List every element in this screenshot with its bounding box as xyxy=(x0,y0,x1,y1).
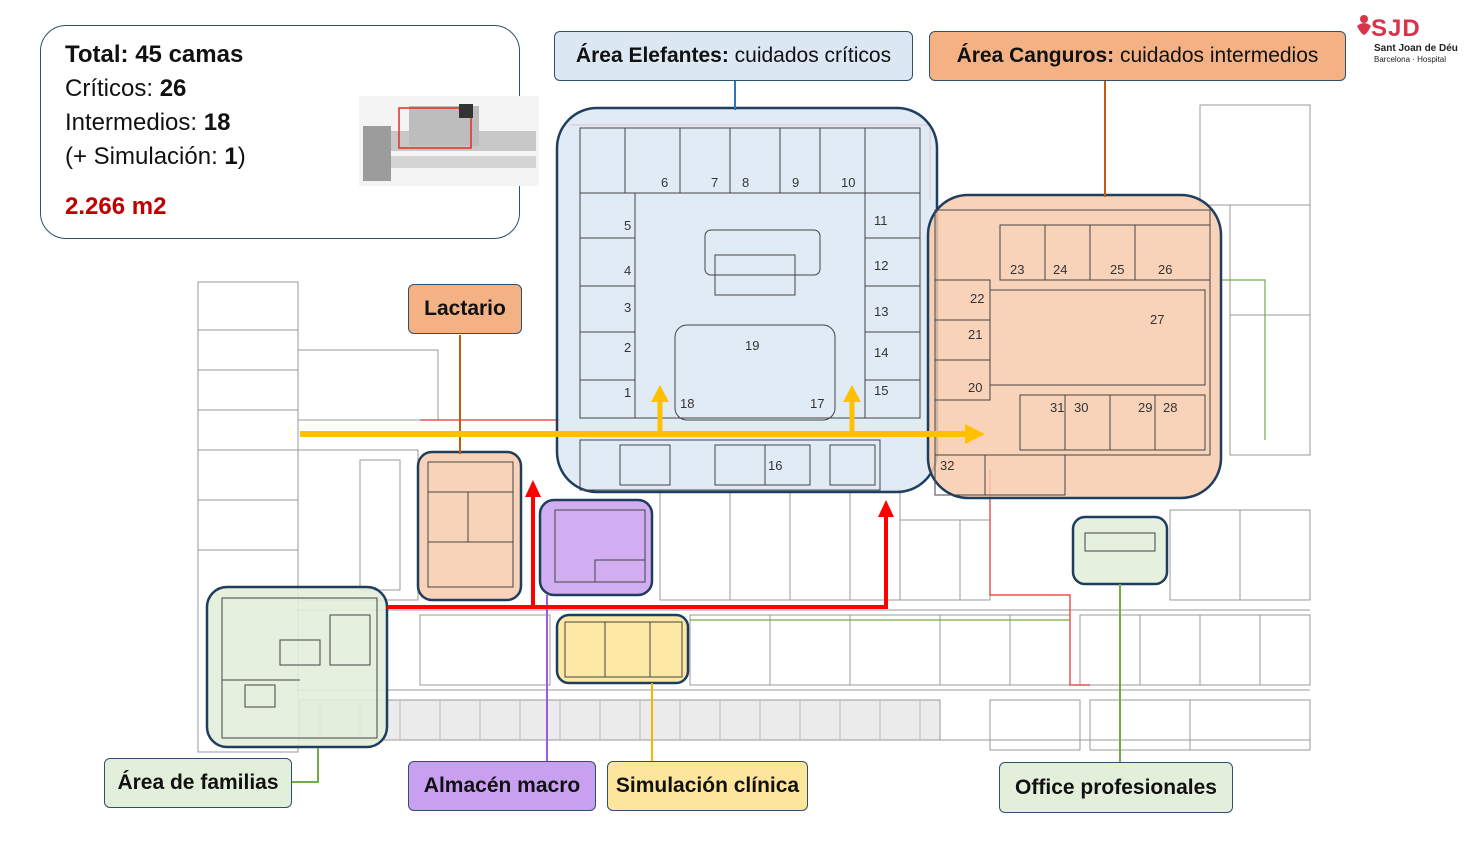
label-lactario: Lactario xyxy=(408,284,522,334)
room-number: 26 xyxy=(1158,262,1172,277)
area-canguros-zone xyxy=(926,193,1223,500)
room-number: 22 xyxy=(970,291,984,306)
canguros-rooms xyxy=(934,209,1211,496)
room-number: 5 xyxy=(624,218,631,233)
sjd-logo-text: SJD xyxy=(1371,15,1421,42)
total-beds: Total: 45 camas xyxy=(65,41,244,68)
room-number: 13 xyxy=(874,304,888,319)
room-number: 19 xyxy=(745,338,759,353)
room-number: 18 xyxy=(680,396,694,411)
room-number: 20 xyxy=(968,380,982,395)
room-number: 32 xyxy=(940,458,954,473)
almacen-zone xyxy=(538,498,654,597)
lactario-zone xyxy=(416,450,523,602)
surface-area: 2.266 m2 xyxy=(65,193,167,220)
simulacion-count: (+ Simulación: 1) xyxy=(65,143,246,170)
sjd-logo: SJD Sant Joan de Déu Barcelona · Hospita… xyxy=(1355,12,1465,67)
label-area-canguros: Área Canguros: cuidados intermedios xyxy=(929,31,1346,81)
label-simulacion-clinica: Simulación clínica xyxy=(607,761,808,811)
room-number: 28 xyxy=(1163,400,1177,415)
room-number: 14 xyxy=(874,345,888,360)
simulacion-zone xyxy=(555,613,690,685)
room-number: 21 xyxy=(968,327,982,342)
plan-boundary-green xyxy=(690,279,1266,621)
sjd-logo-icon xyxy=(1357,15,1371,35)
elefantes-rooms xyxy=(579,127,921,491)
room-number: 23 xyxy=(1010,262,1024,277)
room-number: 16 xyxy=(768,458,782,473)
room-number: 17 xyxy=(810,396,824,411)
room-number: 1 xyxy=(624,385,631,400)
room-number: 4 xyxy=(624,263,631,278)
room-number: 10 xyxy=(841,175,855,190)
summary-box: Total: 45 camas Críticos: 26 Intermedios… xyxy=(40,25,539,239)
room-number: 29 xyxy=(1138,400,1152,415)
circulation-arrows-red xyxy=(387,480,894,609)
familias-zone xyxy=(205,585,389,749)
criticos-count: Críticos: 26 xyxy=(65,75,187,102)
label-area-elefantes: Área Elefantes: cuidados críticos xyxy=(554,31,913,81)
room-number: 27 xyxy=(1150,312,1164,327)
room-number: 11 xyxy=(874,213,888,228)
floor-plan-thumbnail xyxy=(359,96,539,186)
circulation-arrows-yellow xyxy=(300,385,985,444)
room-number: 3 xyxy=(624,300,631,315)
room-number: 6 xyxy=(661,175,668,190)
label-area-familias: Área de familias xyxy=(104,758,292,808)
room-number: 7 xyxy=(711,175,718,190)
room-number: 31 xyxy=(1050,400,1064,415)
room-number: 30 xyxy=(1074,400,1088,415)
label-almacen-macro: Almacén macro xyxy=(408,761,596,811)
canguros-room-numbers: 23 24 25 26 22 21 27 20 31 30 29 28 32 xyxy=(940,262,1177,473)
room-number: 8 xyxy=(742,175,749,190)
sjd-logo-line2: Barcelona · Hospital xyxy=(1374,55,1447,64)
room-number: 9 xyxy=(792,175,799,190)
intermedios-count: Intermedios: 18 xyxy=(65,109,231,136)
room-number: 12 xyxy=(874,258,888,273)
room-number: 25 xyxy=(1110,262,1124,277)
room-number: 2 xyxy=(624,340,631,355)
familias-connector xyxy=(292,748,319,783)
elefantes-room-numbers: 6 7 8 9 10 5 11 4 12 3 13 2 14 1 15 19 1… xyxy=(624,175,888,473)
sjd-logo-line1: Sant Joan de Déu xyxy=(1374,43,1458,54)
label-office-profesionales: Office profesionales xyxy=(999,762,1233,813)
room-number: 24 xyxy=(1053,262,1067,277)
room-number: 15 xyxy=(874,383,888,398)
